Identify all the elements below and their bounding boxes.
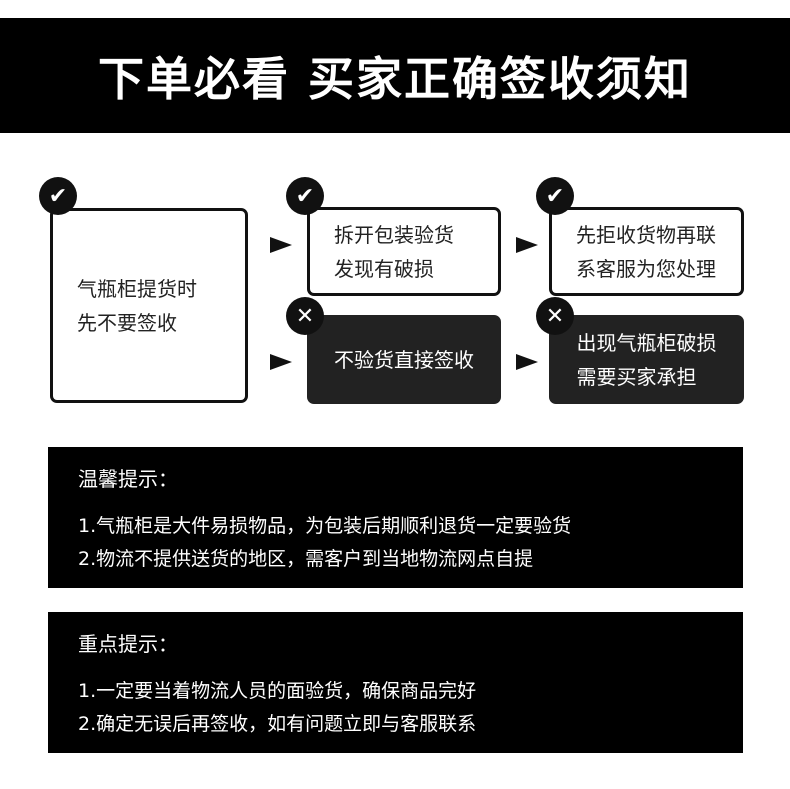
check-icon: ✔ bbox=[536, 177, 574, 215]
arrow-icon bbox=[270, 237, 292, 253]
check-icon: ✔ bbox=[39, 177, 77, 215]
cross-icon: ✕ bbox=[286, 297, 324, 335]
cross-icon: ✕ bbox=[536, 297, 574, 335]
page-title: 下单必看 买家正确签收须知 bbox=[0, 18, 790, 133]
reject-box: 先拒收货物再联系客服为您处理 bbox=[549, 207, 744, 296]
key-item: 2.确定无误后再签收，如有问题立即与客服联系 bbox=[78, 713, 477, 735]
inspect-box: 拆开包装验货发现有破损 bbox=[307, 207, 501, 296]
tips-item: 1.气瓶柜是大件易损物品，为包装后期顺利退货一定要验货 bbox=[78, 515, 572, 537]
inspect-line1: 拆开包装验货 bbox=[334, 222, 454, 247]
tips-item: 2.物流不提供送货的地区，需客户到当地物流网点自提 bbox=[78, 548, 534, 570]
reject-line1: 先拒收货物再联 bbox=[576, 222, 716, 247]
arrow-icon bbox=[516, 354, 538, 370]
reject-line2: 系客服为您处理 bbox=[576, 256, 716, 281]
arrow-icon bbox=[516, 237, 538, 253]
tips-title: 温馨提示： bbox=[78, 467, 178, 491]
damage-line1: 出现气瓶柜破损 bbox=[576, 330, 717, 355]
check-icon: ✔ bbox=[286, 177, 324, 215]
start-line1: 气瓶柜提货时 bbox=[77, 276, 197, 301]
key-panel: 重点提示： 1.一定要当着物流人员的面验货，确保商品完好 2.确定无误后再签收，… bbox=[48, 612, 743, 753]
arrow-icon bbox=[270, 354, 292, 370]
inspect-line2: 发现有破损 bbox=[334, 256, 434, 281]
tips-panel: 温馨提示： 1.气瓶柜是大件易损物品，为包装后期顺利退货一定要验货 2.物流不提… bbox=[48, 447, 743, 588]
start-box: 气瓶柜提货时先不要签收 bbox=[50, 208, 248, 403]
no-inspect-text: 不验货直接签收 bbox=[334, 347, 474, 372]
key-title: 重点提示： bbox=[78, 632, 178, 656]
no-inspect-box: 不验货直接签收 bbox=[307, 315, 501, 404]
key-item: 1.一定要当着物流人员的面验货，确保商品完好 bbox=[78, 680, 477, 702]
damage-box: 出现气瓶柜破损需要买家承担 bbox=[549, 315, 744, 404]
start-line2: 先不要签收 bbox=[77, 310, 177, 335]
damage-line2: 需要买家承担 bbox=[576, 364, 697, 389]
